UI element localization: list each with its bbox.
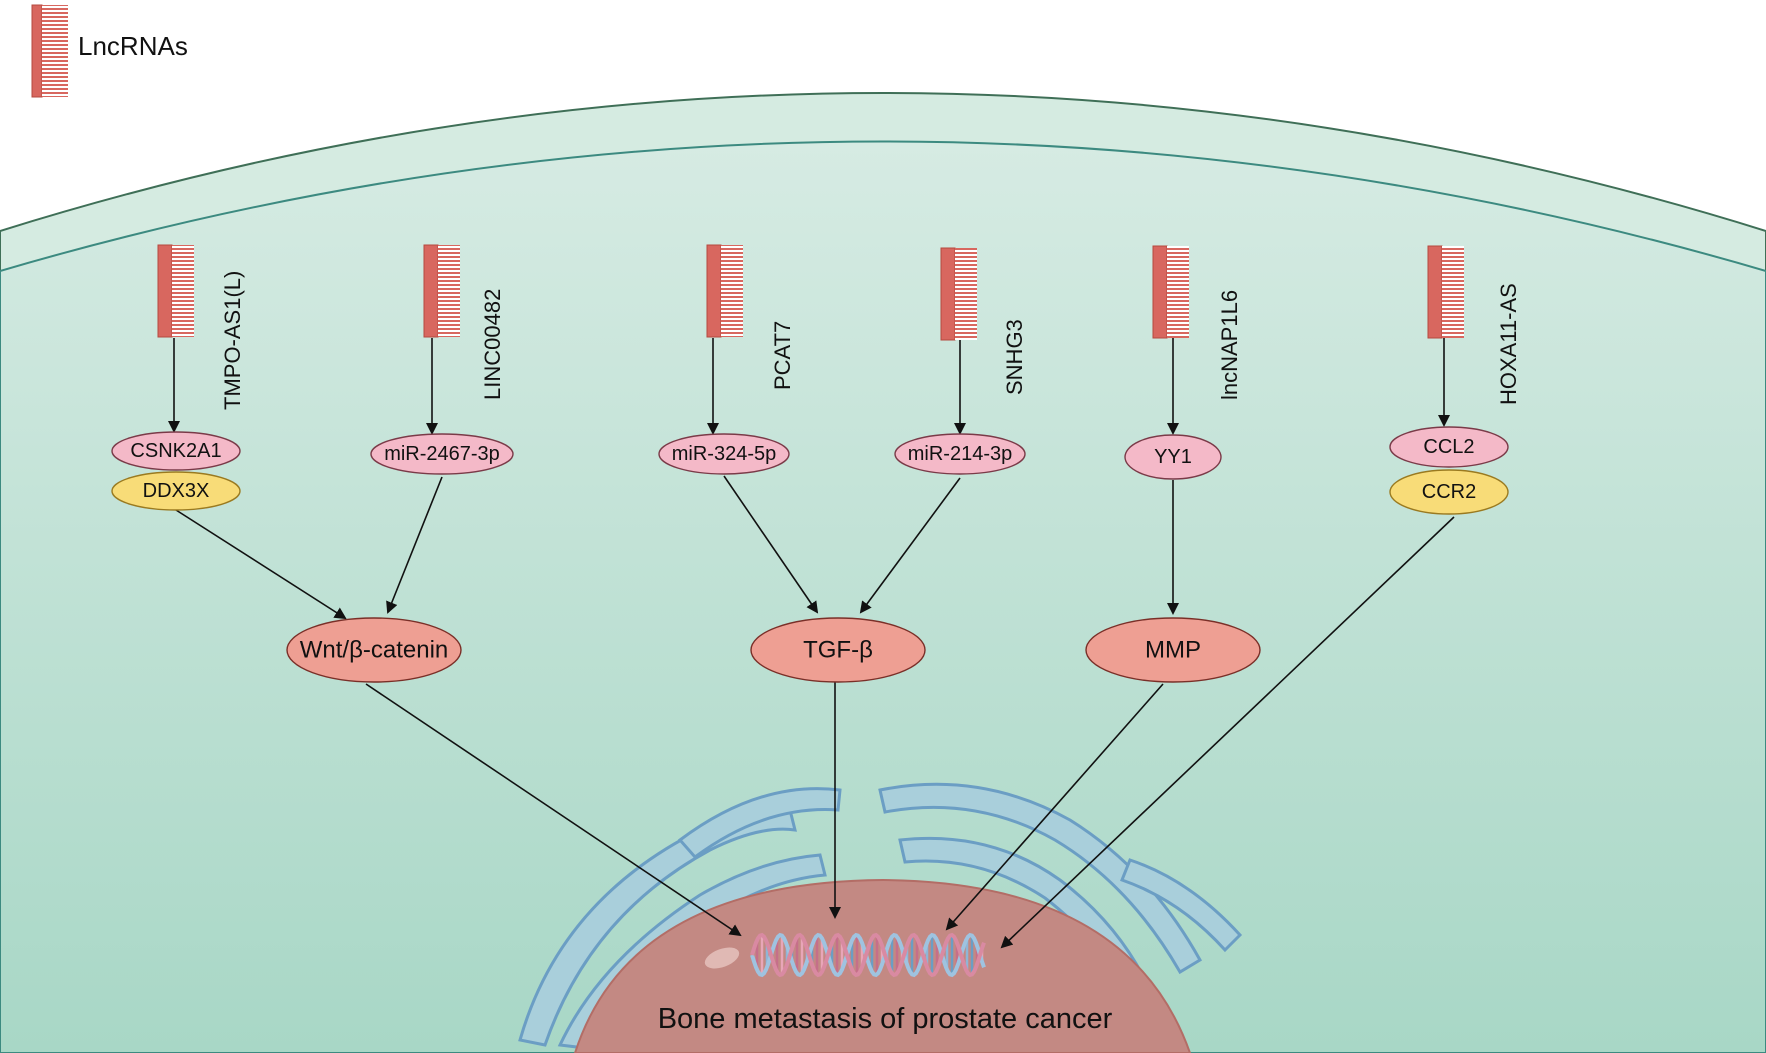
- lncrna-icons: TMPO-AS1(L) LINC00482 PCAT7 SNHG3 lncNAP1L6 H…: [157, 244, 1521, 410]
- lncrna-icon: [157, 244, 194, 338]
- lncrna-hoxa11-as: HOXA11-AS: [1427, 245, 1521, 405]
- node-csnk2a1: CSNK2A1: [111, 431, 241, 471]
- lncrna-label: PCAT7: [770, 321, 795, 390]
- lncrna-label: HOXA11-AS: [1496, 283, 1521, 405]
- lncrna-linc00482: LINC00482: [423, 244, 505, 400]
- node-ccr2: CCR2: [1389, 469, 1509, 515]
- node-mir2467: miR-2467-3p: [370, 433, 514, 475]
- node-mir324-label: miR-324-5p: [672, 443, 776, 465]
- lncrna-icon: [706, 244, 743, 338]
- lncrna-tmpo-as1-l: TMPO-AS1(L): [157, 244, 245, 410]
- arrow-mir214-to-tgf: [859, 477, 961, 614]
- cell-membrane-inner: [0, 140, 1766, 1053]
- dna-strand: [750, 932, 986, 978]
- node-wnt-label: Wnt/β-catenin: [300, 637, 449, 664]
- node-mir214: miR-214-3p: [894, 433, 1026, 475]
- node-ccl2: CCL2: [1389, 426, 1509, 468]
- arrow-ddx3x-to-wnt: [175, 509, 347, 620]
- node-mmp: MMP: [1085, 617, 1261, 683]
- lncrna-label: SNHG3: [1002, 319, 1027, 395]
- node-ccr2-label: CCR2: [1422, 481, 1476, 503]
- lncrna-label: TMPO-AS1(L): [220, 271, 245, 410]
- outcome-label: Bone metastasis of prostate cancer: [658, 1003, 1113, 1035]
- lncrna-snhg3: SNHG3: [940, 247, 1027, 395]
- node-yy1: YY1: [1124, 434, 1222, 480]
- lncrna-icon: [940, 247, 977, 341]
- node-mir2467-label: miR-2467-3p: [384, 443, 500, 465]
- node-ddx3x: DDX3X: [111, 471, 241, 511]
- lncrna-label: LINC00482: [480, 289, 505, 400]
- node-wnt: Wnt/β-catenin: [286, 617, 462, 683]
- arrow-mir324-to-tgf: [723, 475, 819, 614]
- lncrna-lncnap1l6: lncNAP1L6: [1152, 245, 1242, 400]
- arrow-wnt-to-dna: [365, 683, 742, 937]
- node-mmp-label: MMP: [1145, 637, 1201, 664]
- arrow-ccr2-to-dna: [1000, 516, 1455, 949]
- node-tgf: TGF-β: [750, 617, 926, 683]
- node-csnk2a1-label: CSNK2A1: [130, 440, 221, 462]
- lncrna-label: lncNAP1L6: [1217, 290, 1242, 400]
- dna-helix-icon: [750, 932, 986, 978]
- node-tgf-label: TGF-β: [803, 637, 873, 664]
- node-ddx3x-label: DDX3X: [143, 480, 210, 502]
- lncrna-icon: [1427, 245, 1464, 339]
- node-yy1-label: YY1: [1154, 446, 1192, 468]
- mediator-nodes: CSNK2A1 DDX3X miR-2467-3p miR-324-5p miR…: [111, 426, 1509, 515]
- arrow-mmp-to-dna: [945, 683, 1164, 931]
- lncrna-icon: [1152, 245, 1189, 339]
- pathway-nodes: Wnt/β-catenin TGF-β MMP: [286, 617, 1261, 683]
- arrow-mir2467-to-wnt: [386, 476, 443, 614]
- lncrna-pcat7: PCAT7: [706, 244, 795, 390]
- lncrna-icon: [423, 244, 460, 338]
- lncrna-legend-icon: [31, 4, 68, 98]
- legend-label: LncRNAs: [78, 31, 188, 61]
- node-mir214-label: miR-214-3p: [908, 443, 1012, 465]
- nucleolus: [704, 947, 740, 969]
- node-mir324: miR-324-5p: [658, 433, 790, 475]
- arrows: [168, 338, 1455, 949]
- node-ccl2-label: CCL2: [1423, 436, 1474, 458]
- legend: LncRNAs: [31, 4, 188, 98]
